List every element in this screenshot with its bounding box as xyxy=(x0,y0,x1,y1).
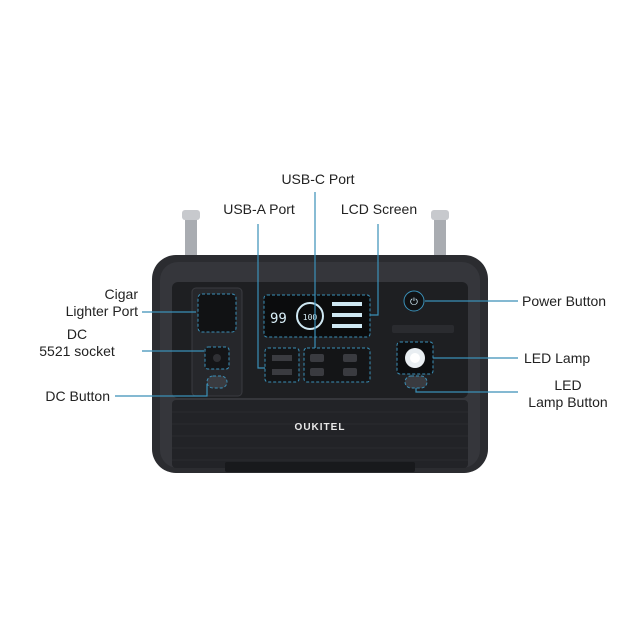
usb-a-port-label: USB-A Port xyxy=(223,201,295,217)
speaker-grille xyxy=(172,400,468,468)
control-panel xyxy=(172,282,468,398)
lcd-screen-label: LCD Screen xyxy=(340,201,418,217)
led-lamp-label: LED Lamp xyxy=(524,350,591,366)
brand-logo: OUKITEL xyxy=(295,422,346,433)
cigar-lighter-port xyxy=(197,293,237,333)
dc-socket-label: DC 5521 socket xyxy=(39,326,115,359)
dc-button xyxy=(206,375,228,389)
svg-text:99: 99 xyxy=(270,311,287,327)
svg-text:⏻: ⏻ xyxy=(410,297,418,308)
callout-lines xyxy=(115,192,518,397)
usb-a-ports xyxy=(264,347,300,383)
left-handle xyxy=(182,210,200,260)
power-button-label: Power Button xyxy=(522,293,607,309)
cigar-lighter-port-label: Cigar Lighter Port xyxy=(65,286,138,319)
dc-button-label: DC Button xyxy=(45,388,110,404)
usb-c-ports xyxy=(303,347,371,383)
usb-c-port-label: USB-C Port xyxy=(281,171,355,187)
svg-text:100: 100 xyxy=(303,313,318,322)
led-lamp-button xyxy=(404,375,428,389)
led-lamp-button-label: LED Lamp Button xyxy=(528,377,608,410)
power-button xyxy=(403,290,425,312)
right-handle xyxy=(431,210,449,260)
